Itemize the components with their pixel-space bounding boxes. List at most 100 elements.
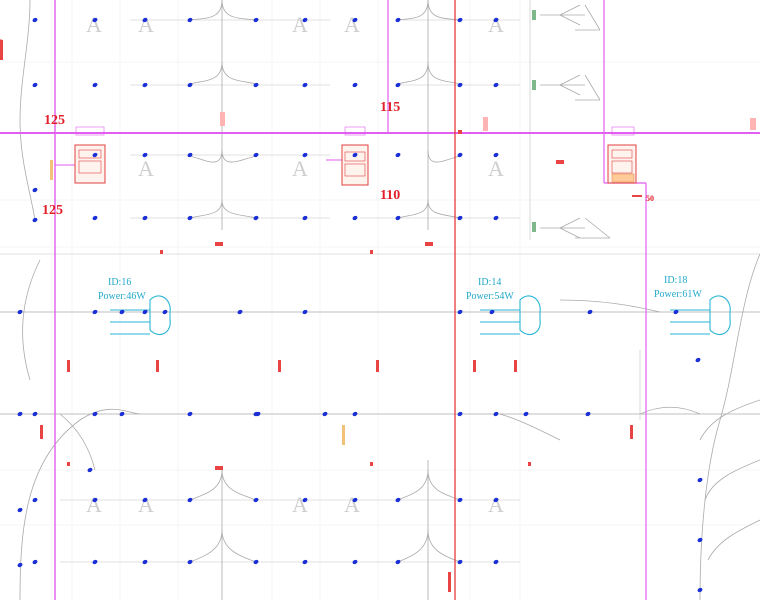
sprinkler-head[interactable] <box>142 559 149 565</box>
sprinkler-head[interactable] <box>489 309 496 315</box>
sprinkler-head[interactable] <box>673 309 680 315</box>
sprinkler-head[interactable] <box>695 357 702 363</box>
sprinkler-head[interactable] <box>253 152 260 158</box>
sprinkler-head[interactable] <box>697 477 704 483</box>
svg-text:A: A <box>292 492 308 517</box>
sprinkler-head[interactable] <box>187 559 194 565</box>
sprinkler-head[interactable] <box>187 152 194 158</box>
sprinkler-head[interactable] <box>302 17 309 23</box>
sprinkler-head[interactable] <box>92 309 99 315</box>
sprinkler-head[interactable] <box>457 17 464 23</box>
sprinkler-head[interactable] <box>302 215 309 221</box>
sprinkler-head[interactable] <box>187 82 194 88</box>
valve-box-right[interactable] <box>607 126 637 184</box>
sprinkler-head[interactable] <box>493 411 500 417</box>
sprinkler-head[interactable] <box>142 309 149 315</box>
sprinkler-head[interactable] <box>253 82 260 88</box>
sprinkler-head[interactable] <box>587 309 594 315</box>
sprinkler-head[interactable] <box>395 82 402 88</box>
sprinkler-head[interactable] <box>253 215 260 221</box>
sprinkler-head[interactable] <box>32 497 39 503</box>
sprinkler-head[interactable] <box>302 152 309 158</box>
sprinkler-head[interactable] <box>142 82 149 88</box>
sprinkler-head[interactable] <box>585 411 592 417</box>
sprinkler-head[interactable] <box>92 82 99 88</box>
sprinkler-head[interactable] <box>352 559 359 565</box>
sprinkler-head[interactable] <box>395 497 402 503</box>
sprinkler-head[interactable] <box>395 215 402 221</box>
sprinkler-head[interactable] <box>142 215 149 221</box>
sprinkler-head[interactable] <box>92 497 99 503</box>
sprinkler-head[interactable] <box>493 82 500 88</box>
sprinkler-head[interactable] <box>92 215 99 221</box>
sprinkler-head[interactable] <box>457 215 464 221</box>
sprinkler-head[interactable] <box>253 497 260 503</box>
sprinkler-head[interactable] <box>32 187 39 193</box>
sprinkler-head[interactable] <box>395 152 402 158</box>
sprinkler-head[interactable] <box>493 215 500 221</box>
sprinkler-head[interactable] <box>255 411 262 417</box>
sprinkler-head[interactable] <box>92 559 99 565</box>
sprinkler-head[interactable] <box>92 152 99 158</box>
sprinkler-head[interactable] <box>17 309 24 315</box>
sprinkler-head[interactable] <box>395 559 402 565</box>
red-line <box>0 0 456 600</box>
sprinkler-head[interactable] <box>32 559 39 565</box>
sprinkler-head[interactable] <box>237 309 244 315</box>
sprinkler-head[interactable] <box>32 17 39 23</box>
sprinkler-head[interactable] <box>352 82 359 88</box>
sprinkler-head[interactable] <box>92 411 99 417</box>
sprinkler-head[interactable] <box>493 497 500 503</box>
sprinkler-head[interactable] <box>187 17 194 23</box>
sprinkler-head[interactable] <box>322 411 329 417</box>
sprinkler-head[interactable] <box>302 309 309 315</box>
sprinkler-head[interactable] <box>253 17 260 23</box>
sprinkler-head[interactable] <box>457 559 464 565</box>
sprinkler-head[interactable] <box>119 309 126 315</box>
sprinkler-head[interactable] <box>302 82 309 88</box>
sprinkler-head[interactable] <box>32 217 39 223</box>
sprinkler-head[interactable] <box>187 411 194 417</box>
sprinkler-head[interactable] <box>352 497 359 503</box>
equipment-head-3[interactable] <box>670 295 731 335</box>
sprinkler-head[interactable] <box>92 17 99 23</box>
curved-drops <box>19 0 760 600</box>
sprinkler-head[interactable] <box>17 507 24 513</box>
valve-box-left[interactable] <box>74 126 106 184</box>
sprinkler-head[interactable] <box>352 411 359 417</box>
sprinkler-head[interactable] <box>697 537 704 543</box>
sprinkler-head[interactable] <box>187 215 194 221</box>
sprinkler-head[interactable] <box>253 559 260 565</box>
sprinkler-head[interactable] <box>32 82 39 88</box>
sprinkler-head[interactable] <box>457 411 464 417</box>
sprinkler-head[interactable] <box>457 497 464 503</box>
sprinkler-head[interactable] <box>352 152 359 158</box>
sprinkler-head[interactable] <box>697 587 704 593</box>
sprinkler-head[interactable] <box>119 411 126 417</box>
sprinkler-head[interactable] <box>142 152 149 158</box>
sprinkler-head[interactable] <box>523 411 530 417</box>
sprinkler-head[interactable] <box>162 309 169 315</box>
sprinkler-head[interactable] <box>142 497 149 503</box>
equipment-head-1[interactable] <box>110 295 171 335</box>
sprinkler-head[interactable] <box>352 17 359 23</box>
sprinkler-head[interactable] <box>187 497 194 503</box>
valve-box-middle[interactable] <box>341 126 369 186</box>
sprinkler-head[interactable] <box>142 17 149 23</box>
sprinkler-head[interactable] <box>302 497 309 503</box>
sprinkler-head[interactable] <box>493 152 500 158</box>
sprinkler-head[interactable] <box>493 559 500 565</box>
equipment-head-2[interactable] <box>480 295 541 335</box>
sprinkler-head[interactable] <box>302 559 309 565</box>
sprinkler-head[interactable] <box>493 17 500 23</box>
sprinkler-head[interactable] <box>457 152 464 158</box>
sprinkler-head[interactable] <box>17 562 24 568</box>
sprinkler-head[interactable] <box>17 411 24 417</box>
sprinkler-head[interactable] <box>395 17 402 23</box>
sprinkler-head[interactable] <box>32 411 39 417</box>
sprinkler-head[interactable] <box>87 467 94 473</box>
sprinkler-head[interactable] <box>457 82 464 88</box>
sprinkler-head[interactable] <box>352 215 359 221</box>
sprinkler-head[interactable] <box>457 309 464 315</box>
